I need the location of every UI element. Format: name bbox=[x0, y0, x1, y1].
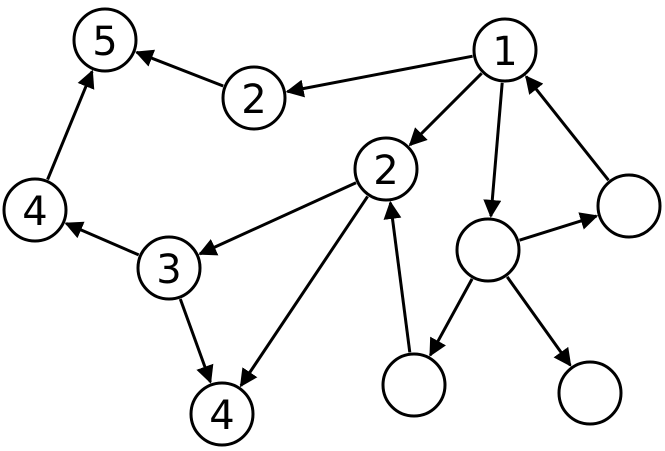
edge-g-to-c bbox=[525, 75, 610, 182]
node-label: 1 bbox=[492, 29, 517, 75]
node-label: 2 bbox=[373, 148, 398, 194]
node-circle bbox=[353, 136, 419, 202]
node-label: 4 bbox=[22, 189, 47, 235]
edge-d-to-i bbox=[239, 195, 369, 388]
node-i: 4 bbox=[189, 381, 255, 447]
edge-c-to-b bbox=[285, 54, 473, 98]
node-h bbox=[455, 217, 521, 283]
edge-h-to-j bbox=[428, 278, 474, 357]
node-k bbox=[557, 360, 623, 426]
node-circle bbox=[136, 235, 202, 301]
node-circle bbox=[221, 65, 287, 131]
edge-d-to-f bbox=[198, 181, 357, 256]
node-label: 4 bbox=[209, 393, 234, 439]
node-a: 5 bbox=[72, 7, 138, 73]
node-j bbox=[381, 352, 447, 418]
node-circle bbox=[381, 352, 447, 418]
edge-h-to-g bbox=[519, 212, 599, 242]
edge-f-to-i bbox=[178, 298, 214, 384]
node-circle bbox=[472, 17, 538, 83]
node-label: 5 bbox=[92, 19, 117, 65]
node-c: 1 bbox=[472, 17, 538, 83]
node-circle bbox=[455, 217, 521, 283]
edges-layer bbox=[46, 49, 610, 388]
edge-h-to-k bbox=[505, 276, 572, 367]
edge-e-to-a bbox=[46, 69, 95, 181]
node-circle bbox=[596, 173, 662, 239]
nodes-layer: 5 2 1 2 4 3 4 bbox=[2, 7, 662, 447]
node-circle bbox=[2, 177, 68, 243]
edge-c-to-h bbox=[483, 82, 504, 218]
edge-f-to-e bbox=[64, 221, 140, 257]
node-g bbox=[596, 173, 662, 239]
node-d: 2 bbox=[353, 136, 419, 202]
edge-j-to-d bbox=[383, 200, 412, 353]
node-b: 2 bbox=[221, 65, 287, 131]
node-circle bbox=[557, 360, 623, 426]
node-label: 3 bbox=[156, 247, 181, 293]
node-circle bbox=[72, 7, 138, 73]
node-circle bbox=[189, 381, 255, 447]
node-e: 4 bbox=[2, 177, 68, 243]
edge-c-to-d bbox=[408, 72, 483, 147]
edge-b-to-a bbox=[135, 49, 224, 88]
node-f: 3 bbox=[136, 235, 202, 301]
node-label: 2 bbox=[241, 77, 266, 123]
